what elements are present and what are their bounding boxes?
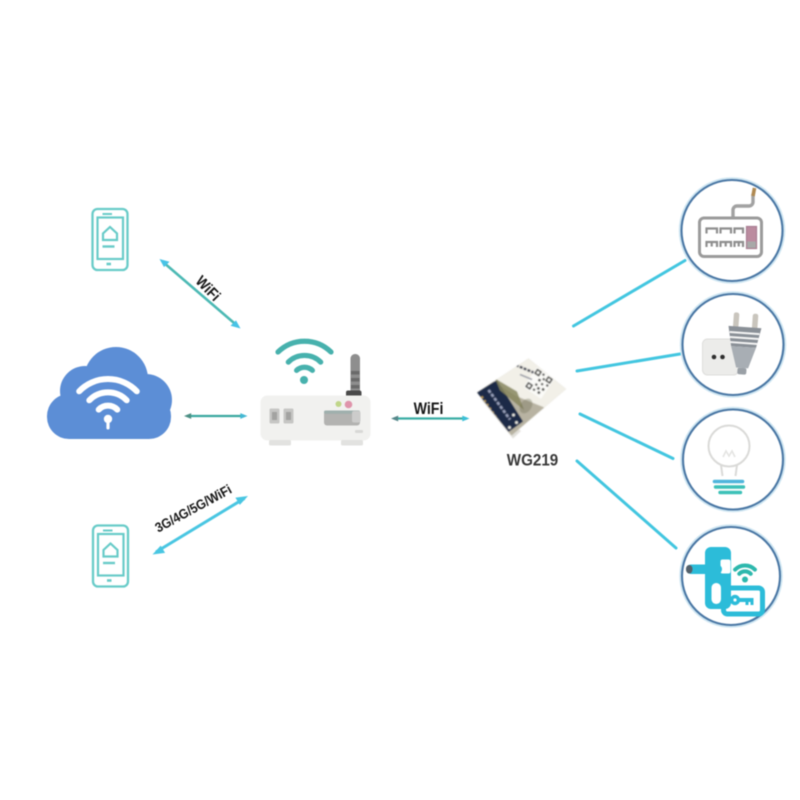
svg-text:WiFi: WiFi (192, 273, 224, 305)
svg-text:3G/4G/5G/WiFi: 3G/4G/5G/WiFi (152, 481, 234, 535)
svg-text:WG219: WG219 (507, 452, 559, 470)
svg-text:WiFi: WiFi (414, 400, 444, 418)
